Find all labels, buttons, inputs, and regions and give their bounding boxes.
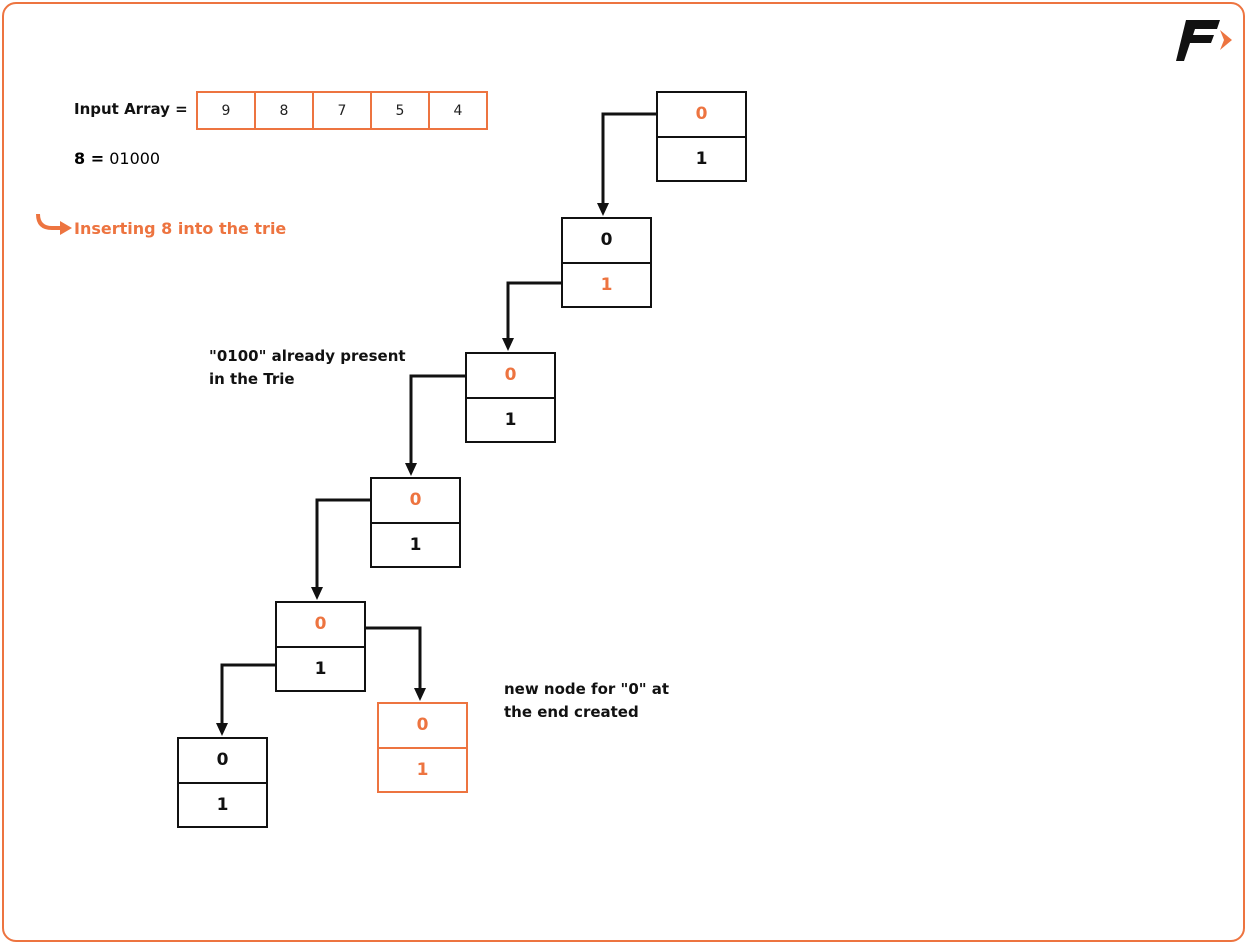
arrowhead (216, 723, 228, 736)
array-cell: 5 (372, 93, 430, 128)
bit-0: 0 (658, 93, 745, 138)
bit-0: 0 (379, 704, 466, 749)
bit-1: 1 (504, 409, 517, 430)
edge (315, 498, 370, 588)
bit-0: 0 (467, 354, 554, 399)
array-cell: 4 (453, 102, 463, 119)
annotation-line: "0100" already present (209, 347, 406, 365)
array-cell: 8 (256, 93, 314, 128)
arrowhead (311, 587, 323, 600)
edge (366, 626, 422, 689)
bit-0: 0 (179, 739, 266, 784)
arrowhead (405, 463, 417, 476)
edge (220, 663, 275, 724)
bit-1: 1 (216, 794, 229, 815)
input-array: 9 8 7 5 4 (196, 91, 488, 130)
binary-representation: 8 = 01000 (74, 149, 160, 168)
bit-1: 1 (600, 274, 613, 295)
bit-1: 1 (416, 759, 429, 780)
annotation-line: the end created (504, 703, 639, 721)
arrowhead (597, 203, 609, 216)
annotation-new-node: new node for "0" at the end created (504, 678, 669, 724)
edge (506, 281, 561, 339)
binary-key: 8 = (74, 149, 105, 168)
edge (409, 374, 465, 464)
annotation-line: in the Trie (209, 370, 295, 388)
binary-value: 01000 (109, 149, 161, 168)
bit-0: 0 (277, 603, 364, 648)
step-title: Inserting 8 into the trie (74, 219, 287, 238)
logo (1176, 20, 1232, 61)
annotation-line: new node for "0" at (504, 680, 670, 698)
arrowhead (502, 338, 514, 351)
bit-0: 0 (563, 219, 650, 264)
annotation-present: "0100" already present in the Trie (209, 345, 406, 391)
input-array-label: Input Array = (74, 100, 188, 118)
bit-1: 1 (695, 148, 708, 169)
curved-arrow-icon (36, 213, 72, 235)
bit-1: 1 (409, 534, 422, 555)
array-cell: 7 (314, 93, 372, 128)
bit-0: 0 (372, 479, 459, 524)
bit-1: 1 (314, 658, 327, 679)
arrowhead (414, 688, 426, 701)
edge (601, 112, 657, 204)
array-cell: 9 (198, 93, 256, 128)
